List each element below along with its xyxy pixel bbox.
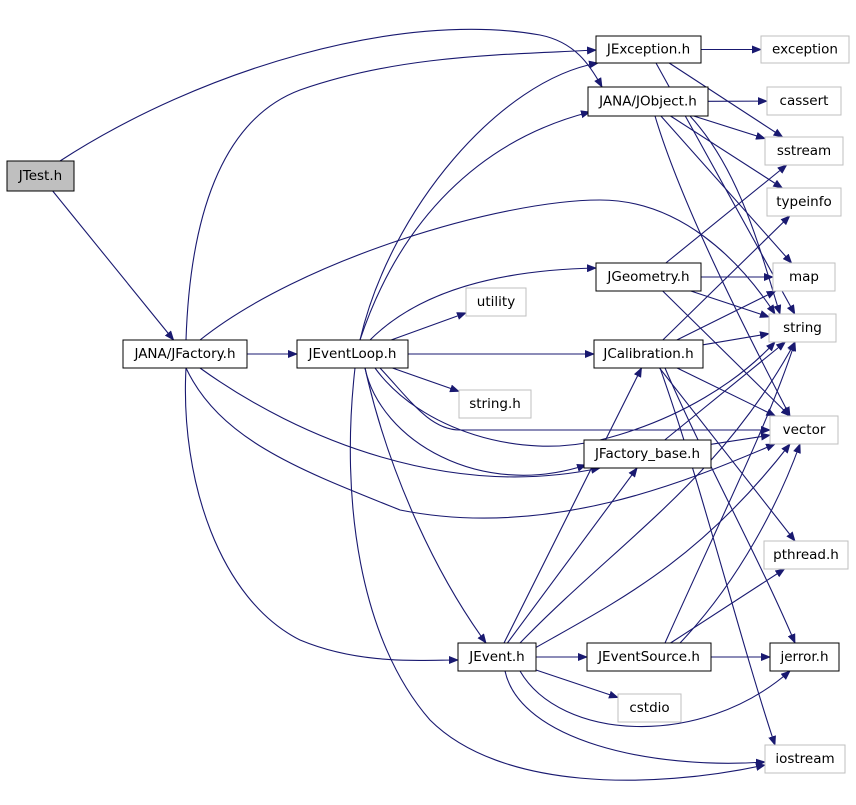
edge-jevent-to-string [519, 341, 796, 644]
edge-jgeometry-to-vector [662, 290, 791, 417]
node-label: string [783, 320, 822, 336]
node-label: JGeometry.h [606, 269, 689, 285]
node-jeventloop-h[interactable]: JEventLoop.h [296, 339, 409, 369]
node-label: JANA/JObject.h [598, 94, 697, 110]
node-label: map [789, 269, 819, 285]
edge-jobject-to-sstream [693, 115, 766, 140]
edge-jevent-to-iostream [504, 670, 766, 767]
node-sstream: sstream [764, 136, 844, 166]
edge-jeventloop-to-string_h [392, 367, 460, 393]
node-map: map [772, 262, 836, 292]
node-jerror-h[interactable]: jerror.h [769, 642, 840, 672]
edge-jeventloop-to-vector [379, 367, 771, 434]
edge-jeventloop-to-jexception [359, 60, 599, 341]
edge-jcalibration-to-typeinfo [662, 215, 791, 341]
edge-jfactory-to-jevent [184, 367, 459, 665]
node-label: vector [783, 422, 826, 438]
nodes-layer: JTest.h JANA/JFactory.h JEventLoop.h JEx… [6, 35, 850, 774]
node-label: JEvent.h [468, 649, 525, 665]
edge-jevent-to-jerror [519, 670, 791, 728]
edge-jfactory-to-jfactory_base [199, 367, 601, 478]
node-jtest-h[interactable]: JTest.h [6, 160, 75, 192]
node-jfactory-base-h[interactable]: JFactory_base.h [583, 439, 712, 469]
edge-jobject-to-map [660, 115, 793, 264]
node-label: cassert [780, 93, 829, 109]
node-jexception-h[interactable]: JException.h [595, 35, 702, 64]
edge-jeventsource-to-pthread [670, 568, 786, 644]
node-label: JTest.h [18, 168, 62, 184]
node-label: iostream [775, 751, 834, 767]
node-label: JCalibration.h [602, 346, 693, 362]
node-label: JANA/JFactory.h [133, 346, 235, 362]
node-cstdio: cstdio [617, 693, 682, 723]
edge-jgeometry-to-sstream [665, 164, 788, 264]
edge-jeventloop-to-iostream [349, 367, 766, 781]
node-label: JFactory_base.h [594, 446, 700, 462]
edge-jeventloop-to-utility [390, 312, 467, 341]
edge-jcalibration-to-string [702, 331, 770, 346]
edge-jfactory-to-jexception [185, 46, 597, 341]
node-string-h: string.h [458, 389, 532, 419]
edge-jcalibration-to-jerror [664, 367, 796, 644]
edge-jfactory-to-vector [185, 367, 776, 519]
node-exception: exception [760, 35, 850, 64]
edge-jfactory_base-to-string [664, 341, 787, 441]
node-label: JEventSource.h [597, 649, 700, 665]
node-cassert: cassert [766, 86, 842, 116]
node-jevent-h[interactable]: JEvent.h [457, 642, 537, 672]
edge-jcalibration-to-iostream [659, 367, 776, 746]
node-typeinfo: typeinfo [766, 187, 842, 217]
edge-jexception-to-sstream [668, 62, 784, 138]
node-label: sstream [777, 143, 831, 159]
node-jeventsource-h[interactable]: JEventSource.h [586, 642, 712, 672]
edge-jtest-to-jfactory [52, 190, 175, 341]
node-label: pthread.h [773, 547, 839, 563]
edge-jeventsource-to-vector [679, 443, 801, 644]
node-utility: utility [465, 287, 527, 317]
node-vector: vector [769, 415, 839, 445]
node-jgeometry-h[interactable]: JGeometry.h [595, 262, 702, 292]
edge-jevent-to-cstdio [535, 669, 619, 699]
edge-jtest-to-jobject [59, 28, 603, 162]
edge-jeventloop-to-jgeometry [369, 264, 597, 341]
node-jana-jfactory-h[interactable]: JANA/JFactory.h [122, 339, 248, 369]
edge-jgeometry-to-string [690, 290, 770, 318]
node-jcalibration-h[interactable]: JCalibration.h [593, 339, 704, 369]
node-label: cstdio [629, 700, 669, 716]
edge-jeventloop-to-jevent [364, 367, 487, 644]
edge-jobject-to-vector [654, 115, 791, 417]
node-label: string.h [469, 396, 521, 412]
edge-jevent-to-vector [534, 443, 791, 649]
edge-jcalibration-to-map [676, 290, 777, 341]
node-label: JEventLoop.h [308, 346, 397, 362]
edge-jeventsource-to-string [664, 341, 797, 644]
edge-jevent-to-jcalibration [503, 367, 642, 644]
node-label: JException.h [606, 42, 690, 58]
node-label: exception [772, 42, 838, 58]
edge-jcalibration-to-vector [676, 367, 777, 417]
node-iostream: iostream [764, 744, 846, 774]
node-pthread-h: pthread.h [763, 540, 849, 570]
node-string: string [768, 313, 837, 343]
edge-jeventloop-to-jobject [359, 110, 591, 341]
edge-jcalibration-to-pthread [659, 367, 796, 542]
edge-jeventloop-to-jfactory_base [364, 367, 587, 476]
edge-jfactory_base-to-vector [710, 432, 771, 445]
node-label: typeinfo [776, 194, 831, 210]
node-label: utility [477, 294, 515, 310]
node-label: jerror.h [779, 649, 828, 665]
edge-jobject-to-typeinfo [670, 115, 784, 189]
edge-jevent-to-jfactory_base [506, 467, 638, 644]
edge-jfactory-to-string [199, 199, 776, 341]
node-jana-jobject-h[interactable]: JANA/JObject.h [587, 86, 709, 117]
